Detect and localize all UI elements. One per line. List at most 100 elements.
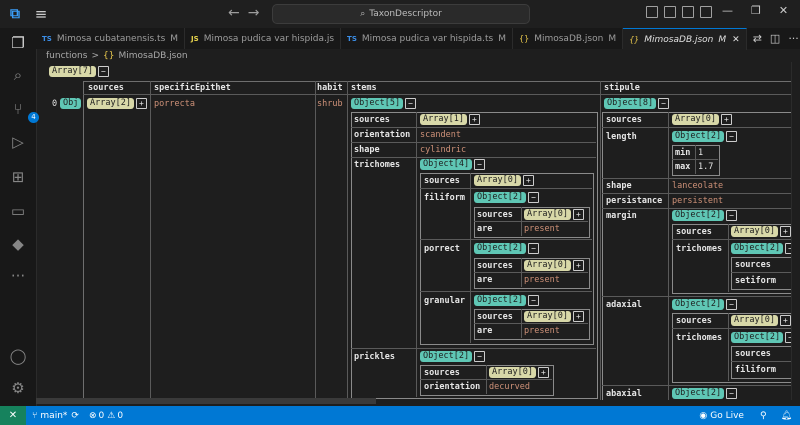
- collapse-button[interactable]: −: [528, 295, 540, 306]
- expand-button[interactable]: +: [720, 114, 732, 125]
- stipule-length-chip[interactable]: Object[2]: [672, 131, 725, 142]
- customize-layout-icon[interactable]: [700, 6, 712, 18]
- header-specific-epithet[interactable]: specificEpithet: [154, 83, 231, 93]
- warnings-count[interactable]: 0: [117, 410, 124, 421]
- breadcrumb-file[interactable]: MimosaDB.json: [118, 51, 188, 61]
- expand-button[interactable]: +: [779, 226, 791, 237]
- collapse-button[interactable]: −: [658, 98, 670, 109]
- settings-gear-icon[interactable]: ⚙: [11, 379, 25, 397]
- expand-button[interactable]: +: [537, 367, 549, 378]
- minimize-icon[interactable]: —: [722, 4, 733, 17]
- trichomes-sources-chip[interactable]: Array[0]: [474, 175, 521, 186]
- root-array-chip[interactable]: Array[7]: [49, 66, 96, 77]
- branch-name[interactable]: main*: [40, 410, 68, 421]
- menu-icon[interactable]: ≡: [34, 5, 48, 23]
- expand-button[interactable]: +: [779, 315, 791, 326]
- stipule-abaxial-chip[interactable]: Object[2]: [672, 388, 725, 399]
- collapse-button[interactable]: −: [726, 131, 738, 142]
- explorer-icon[interactable]: ❐: [11, 34, 25, 52]
- close-window-icon[interactable]: ✕: [778, 4, 789, 17]
- row-object-chip[interactable]: Obj: [60, 98, 82, 109]
- adaxial-sources-chip[interactable]: Array[0]: [731, 315, 778, 326]
- collapse-button[interactable]: −: [474, 351, 486, 362]
- forward-arrow-icon[interactable]: →: [247, 5, 268, 21]
- accounts-share-icon[interactable]: ⚲: [759, 410, 767, 421]
- stipule-object-chip[interactable]: Object[8]: [604, 98, 657, 109]
- collapse-button[interactable]: −: [528, 192, 540, 203]
- vertical-scrollbar[interactable]: [791, 62, 800, 400]
- header-habit[interactable]: habit: [317, 83, 343, 93]
- extensions-icon[interactable]: ⊞: [11, 168, 25, 186]
- prickles-sources-chip[interactable]: Array[0]: [489, 367, 536, 378]
- back-arrow-icon[interactable]: ←: [228, 5, 248, 21]
- sources-array-chip[interactable]: Array[2]: [87, 98, 134, 109]
- restore-icon[interactable]: ❐: [751, 4, 761, 17]
- command-center-search[interactable]: ⌕ TaxonDescriptor: [272, 4, 530, 24]
- expand-button[interactable]: +: [572, 209, 584, 220]
- breadcrumb-folder[interactable]: functions: [46, 51, 88, 61]
- collapse-button[interactable]: −: [405, 98, 417, 109]
- expand-button[interactable]: +: [135, 98, 147, 109]
- remote-indicator-icon[interactable]: ✕: [0, 406, 26, 425]
- collapse-button[interactable]: −: [474, 159, 486, 170]
- go-live-button[interactable]: Go Live: [710, 410, 744, 421]
- sync-icon[interactable]: ⟳: [71, 410, 79, 421]
- stems-sources-chip[interactable]: Array[1]: [420, 114, 467, 125]
- stems-object-chip[interactable]: Object[5]: [351, 98, 404, 109]
- stipule-sources-chip[interactable]: Array[0]: [672, 114, 719, 125]
- toggle-primary-sidebar-icon[interactable]: [646, 6, 658, 18]
- filiform-sources-chip[interactable]: Array[0]: [524, 209, 571, 220]
- granular-sources-chip[interactable]: Array[0]: [524, 311, 571, 322]
- compare-icon[interactable]: ⇄: [752, 32, 762, 45]
- stipule-adaxial-chip[interactable]: Object[2]: [672, 299, 725, 310]
- expand-button[interactable]: +: [522, 175, 534, 186]
- toggle-panel-icon[interactable]: [664, 6, 676, 18]
- adaxial-sources-cell: Array[0]+: [731, 315, 791, 326]
- collapse-button[interactable]: −: [726, 388, 738, 399]
- header-stems[interactable]: stems: [351, 83, 377, 93]
- collapse-button[interactable]: −: [726, 210, 738, 221]
- collapse-button[interactable]: −: [528, 243, 540, 254]
- search-view-icon[interactable]: ⌕: [13, 66, 23, 84]
- stipule-margin-chip[interactable]: Object[2]: [672, 210, 725, 221]
- run-debug-icon[interactable]: ▷: [12, 133, 24, 151]
- stems-prickles-chip[interactable]: Object[2]: [420, 351, 473, 362]
- porrect-chip[interactable]: Object[2]: [474, 243, 527, 254]
- more-views-icon[interactable]: ···: [10, 267, 26, 285]
- granular-chip[interactable]: Object[2]: [474, 295, 527, 306]
- accounts-icon[interactable]: ◯: [9, 347, 27, 365]
- row-divider: [672, 239, 800, 240]
- more-actions-icon[interactable]: ···: [788, 32, 799, 45]
- margin-trichomes-setiform-key: setiform: [735, 276, 776, 286]
- collapse-button[interactable]: −: [97, 66, 109, 77]
- header-sources[interactable]: sources: [88, 83, 124, 93]
- expand-button[interactable]: +: [572, 260, 584, 271]
- header-stipule[interactable]: stipule: [604, 83, 640, 93]
- split-editor-icon[interactable]: ◫: [769, 32, 781, 45]
- margin-sources-chip[interactable]: Array[0]: [731, 226, 778, 237]
- stems-trichomes-chip[interactable]: Object[4]: [420, 159, 473, 170]
- source-control-icon[interactable]: ⑂4: [8, 99, 39, 123]
- adaxial-trichomes-chip[interactable]: Object[2]: [731, 332, 784, 343]
- errors-count[interactable]: 0: [98, 410, 105, 421]
- porrect-sources-chip[interactable]: Array[0]: [524, 260, 571, 271]
- close-tab-icon[interactable]: ✕: [732, 34, 740, 45]
- stems-object: Object[5]−: [351, 98, 417, 109]
- expand-button[interactable]: +: [468, 114, 480, 125]
- margin-trichomes-chip[interactable]: Object[2]: [731, 243, 784, 254]
- row-divider: [420, 239, 592, 240]
- notifications-bell-icon[interactable]: 🔔︎: [780, 410, 792, 421]
- filiform-chip[interactable]: Object[2]: [474, 192, 527, 203]
- docker-icon[interactable]: ◆: [12, 235, 24, 253]
- remote-explorer-icon[interactable]: ▭: [10, 202, 26, 220]
- collapse-button[interactable]: −: [726, 299, 738, 310]
- toggle-secondary-sidebar-icon[interactable]: [682, 6, 694, 18]
- expand-button[interactable]: +: [572, 311, 584, 322]
- horizontal-scrollbar[interactable]: [36, 398, 376, 404]
